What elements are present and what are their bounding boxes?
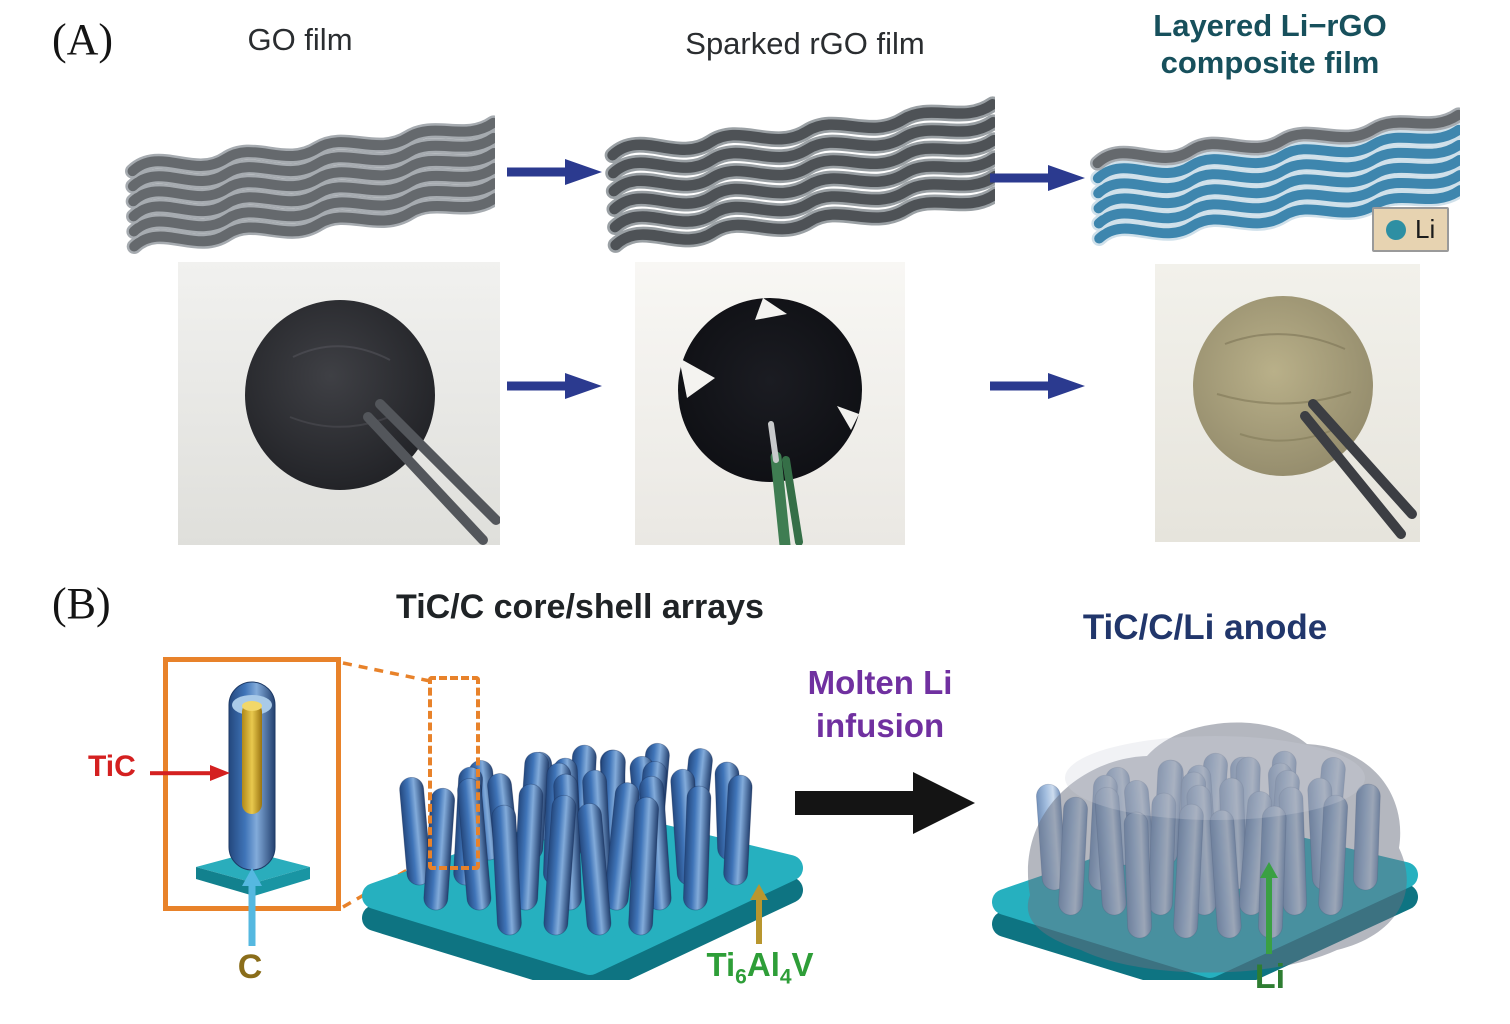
- li-coating: [1027, 722, 1407, 973]
- li-label: Li: [1254, 958, 1286, 996]
- substrate-label: Ti6Al4V: [655, 946, 865, 990]
- tic-label: TiC: [88, 750, 136, 783]
- li-legend-label: Li: [1415, 214, 1436, 244]
- arrow-right-icon: [507, 159, 602, 185]
- layered-li-rgo-title-line1: Layered Li−rGO: [1153, 8, 1387, 43]
- substrate-sub: 4: [779, 965, 792, 989]
- tic-c-core-shell-array-illustration: [362, 742, 803, 980]
- sparked-rgo-film-illustration: [600, 80, 995, 270]
- carbon-label: C: [237, 948, 263, 986]
- arrow-right-icon: [990, 373, 1085, 399]
- li-dot-icon: [1386, 219, 1406, 240]
- li-legend: Li: [1372, 207, 1450, 252]
- sparked-rgo-film-photo: [635, 262, 905, 545]
- pillar-base-side: [196, 867, 254, 896]
- go-film-illustration: [120, 100, 495, 275]
- substrate-sub: 6: [735, 965, 747, 989]
- pillar-highlight-rect: [428, 676, 480, 870]
- go-film-photo: [178, 262, 500, 545]
- layered-li-rgo-title: Layered Li−rGO composite film: [1090, 8, 1450, 81]
- molten-li-infusion-label: Molten Li infusion: [775, 662, 985, 748]
- pillar-array: [399, 742, 753, 936]
- substrate-el: V: [791, 946, 814, 983]
- panel-b-label: (B): [52, 579, 111, 628]
- core-shell-pillar-illustration: [196, 681, 310, 896]
- arrow-up-icon: [1260, 862, 1278, 954]
- go-film-title: GO film: [247, 22, 353, 57]
- pillar-base-side: [254, 867, 310, 896]
- arrow-up-icon: [750, 884, 768, 944]
- tweezers: [768, 421, 803, 545]
- tic-core: [242, 702, 262, 814]
- arrow-right-icon: [507, 373, 602, 399]
- anode-title: TiC/C/Li anode: [1082, 608, 1328, 647]
- tweezers: [363, 399, 500, 545]
- li-coating-highlight: [1065, 736, 1365, 820]
- arrow-right-icon: [795, 772, 975, 834]
- arrow-right-icon: [990, 165, 1085, 191]
- panel-a-label: (A): [52, 15, 114, 64]
- rgo-film-sample: [678, 298, 862, 482]
- process-line2: infusion: [815, 706, 945, 744]
- substrate-el: Al: [746, 946, 780, 983]
- tic-c-li-anode-illustration: [992, 722, 1418, 980]
- sparked-rgo-film-title: Sparked rGO film: [685, 26, 925, 61]
- tweezers: [1300, 399, 1417, 539]
- tic-core-top: [242, 701, 262, 711]
- arrow-up-icon: [242, 868, 262, 946]
- layered-li-rgo-title-line2: composite film: [1160, 44, 1380, 80]
- core-shell-arrays-title: TiC/C core/shell arrays: [396, 588, 764, 626]
- process-line1: Molten Li: [807, 664, 953, 701]
- li-rgo-film-sample: [1193, 296, 1373, 476]
- li-rgo-composite-film-photo: [1155, 264, 1420, 542]
- arrow-right-icon: [150, 765, 230, 781]
- substrate-el: Ti: [706, 946, 736, 983]
